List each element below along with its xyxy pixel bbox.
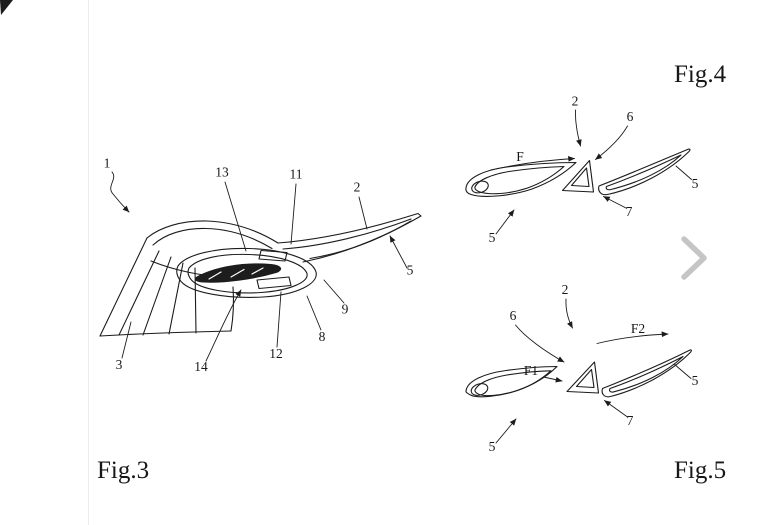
ref-label-9: 9 <box>342 302 349 317</box>
leader-8 <box>306 295 322 331</box>
ref-label-5: 5 <box>489 230 496 245</box>
leader-5-left <box>495 209 515 235</box>
fig3-bracket-upper <box>258 249 288 262</box>
fig3-blade-outline <box>277 212 422 263</box>
fig3-opening-rim-inner <box>187 253 308 294</box>
flow-arrow-F <box>490 155 575 171</box>
leader-5-left <box>495 418 517 444</box>
fig4-caption: Fig.4 <box>674 61 727 88</box>
fig3-insert-highlight <box>230 268 245 278</box>
leader-9 <box>323 279 345 304</box>
flow-arrow-F1 <box>543 376 563 383</box>
ref-label-F: F <box>516 149 524 164</box>
leader-3 <box>121 321 132 359</box>
leader-2 <box>574 109 582 147</box>
leader-1 <box>110 171 130 213</box>
leader-13 <box>224 181 247 252</box>
ref-label-12: 12 <box>269 346 283 361</box>
fig3-insert-highlight <box>208 271 222 280</box>
fig5-blade-outer <box>601 349 692 398</box>
fig3-blade-inner-bottom <box>309 220 412 260</box>
leader-7 <box>603 196 627 209</box>
fig3-opening-rim-outer <box>176 247 317 298</box>
ref-label-F1: F1 <box>524 363 538 378</box>
fig4-blade-outer <box>598 148 691 196</box>
ref-label-7: 7 <box>626 204 633 219</box>
fig4-left-profile-inner <box>474 165 565 195</box>
leader-7 <box>604 400 628 418</box>
leader-14 <box>205 289 242 362</box>
fig4-connector-outer <box>561 159 595 193</box>
flow-arrow-F2 <box>596 331 669 344</box>
leader-5-right <box>675 165 692 180</box>
ref-label-5: 5 <box>489 439 496 454</box>
fig4-leaders <box>490 109 692 235</box>
ref-label-13: 13 <box>215 165 229 180</box>
ref-label-6: 6 <box>627 109 634 124</box>
fig4-drawing <box>465 148 691 197</box>
leader-2 <box>358 196 368 230</box>
fig5-left-profile-inner <box>474 370 552 397</box>
leader-11 <box>290 183 297 245</box>
fig3-drawing <box>99 212 422 337</box>
corner-mark <box>0 0 13 15</box>
fig3-surface-line <box>142 256 172 336</box>
leader-6 <box>515 324 565 363</box>
ref-label-3: 3 <box>116 357 123 372</box>
leader-5-right <box>673 363 692 379</box>
fig4-blade-inner <box>605 154 682 191</box>
ref-label-2: 2 <box>354 180 361 195</box>
chevron-right-icon[interactable] <box>681 236 707 280</box>
fig5-drawing <box>465 349 692 398</box>
leader-12 <box>276 291 282 348</box>
fig3-insert-highlight <box>251 267 264 275</box>
ref-label-5: 5 <box>407 263 414 278</box>
fig5-blade-inner <box>609 355 684 393</box>
fig3-top-ridge-inner <box>152 227 273 250</box>
fig3-surface-line <box>118 250 160 336</box>
ref-label-5: 5 <box>692 373 699 388</box>
fig5-caption: Fig.5 <box>674 457 726 484</box>
fig3-left-edge <box>99 237 148 337</box>
ref-label-8: 8 <box>319 329 326 344</box>
ref-label-14: 14 <box>194 359 208 374</box>
fig3-leaders <box>110 171 408 362</box>
fig5-nose-detail <box>470 383 489 396</box>
ref-label-11: 11 <box>290 167 303 182</box>
ref-label-2: 2 <box>562 282 569 297</box>
fig3-top-ridge-outer <box>146 220 279 244</box>
fig5-connector-outer <box>566 361 600 394</box>
leader-6 <box>595 125 628 160</box>
fig3-bottom-edge <box>99 330 232 337</box>
fig3-caption: Fig.3 <box>97 457 149 484</box>
ref-label-F2: F2 <box>631 321 645 336</box>
fig4-nose-detail <box>471 180 489 194</box>
fig3-right-edge <box>230 286 235 332</box>
ref-label-1: 1 <box>104 156 111 171</box>
fig4-connector-inner <box>570 167 590 188</box>
leader-5 <box>389 235 408 269</box>
fig3-blade-inner-top <box>282 218 412 250</box>
ref-label-7: 7 <box>627 413 634 428</box>
leader-2 <box>565 298 573 329</box>
ref-label-2: 2 <box>572 94 579 109</box>
ref-label-5: 5 <box>692 176 699 191</box>
fig3-bracket-lower <box>256 276 292 290</box>
fig5-leaders <box>495 298 692 444</box>
fig3-surface-line <box>168 262 184 335</box>
ref-label-6: 6 <box>510 308 517 323</box>
fig5-connector-inner <box>575 368 595 389</box>
